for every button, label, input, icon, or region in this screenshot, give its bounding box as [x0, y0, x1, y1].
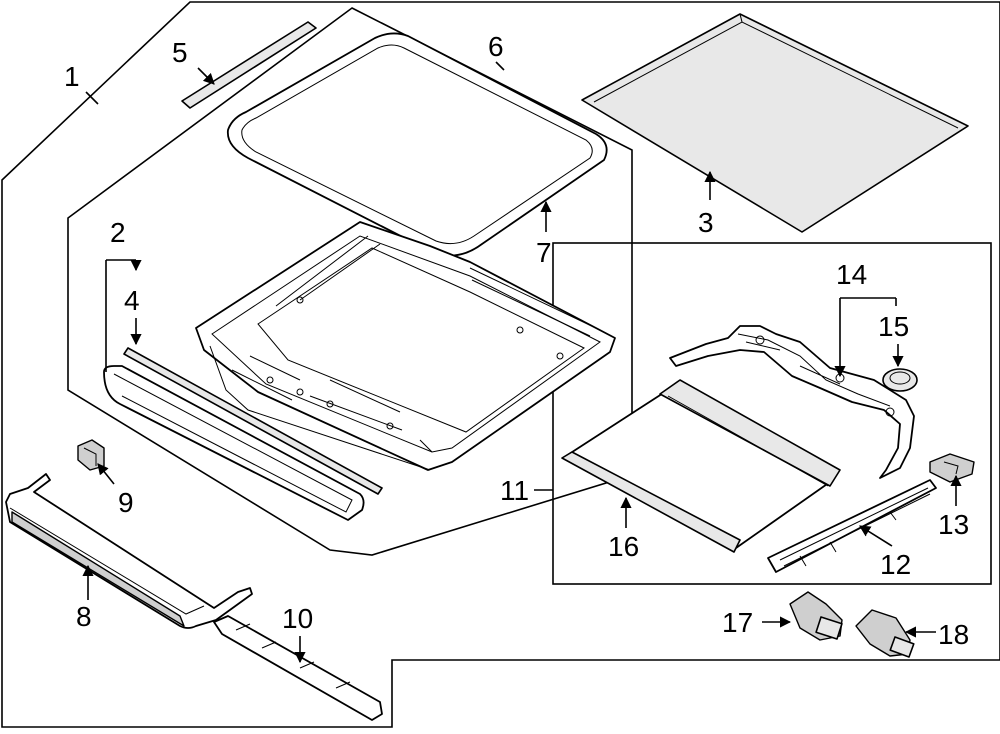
callout-3: 3 [698, 207, 714, 238]
part-2-deflector [103, 365, 365, 521]
part-4-seal-strip [123, 347, 383, 495]
callout-11: 11 [500, 475, 529, 506]
part-13-clip [929, 453, 975, 483]
callout-7: 7 [536, 237, 552, 268]
part-10-bracket-rail [213, 615, 383, 721]
part-8-deflector-frame [5, 473, 253, 629]
part-5-molding-strip [181, 21, 317, 109]
callout-5: 5 [172, 37, 188, 68]
callout-6: 6 [488, 31, 504, 62]
part-3-roof-glass [581, 13, 969, 233]
roof-frame-housing [195, 221, 616, 471]
glass-group-outline [67, 7, 633, 556]
callout-2: 2 [110, 217, 126, 248]
shade-group-box [552, 242, 992, 585]
part-17-motor [789, 591, 843, 641]
callout-14: 14 [836, 259, 867, 290]
callout-1: 1 [64, 61, 80, 92]
callout-13: 13 [938, 509, 969, 540]
callout-4: 4 [124, 285, 140, 316]
part-16-sunshade [561, 379, 841, 553]
callout-16: 16 [608, 531, 639, 562]
part-6-glass-panel [226, 32, 608, 257]
part-12-guide-rail [767, 479, 937, 573]
callout-10: 10 [282, 603, 313, 634]
callout-8: 8 [76, 601, 92, 632]
part-15-knob [882, 368, 918, 392]
part-18-motor [855, 609, 915, 658]
leader-lines [82, 61, 962, 664]
callout-17: 17 [722, 607, 753, 638]
callout-12: 12 [880, 549, 911, 580]
callout-15: 15 [878, 311, 909, 342]
callout-18: 18 [938, 619, 969, 650]
callout-9: 9 [118, 487, 134, 518]
